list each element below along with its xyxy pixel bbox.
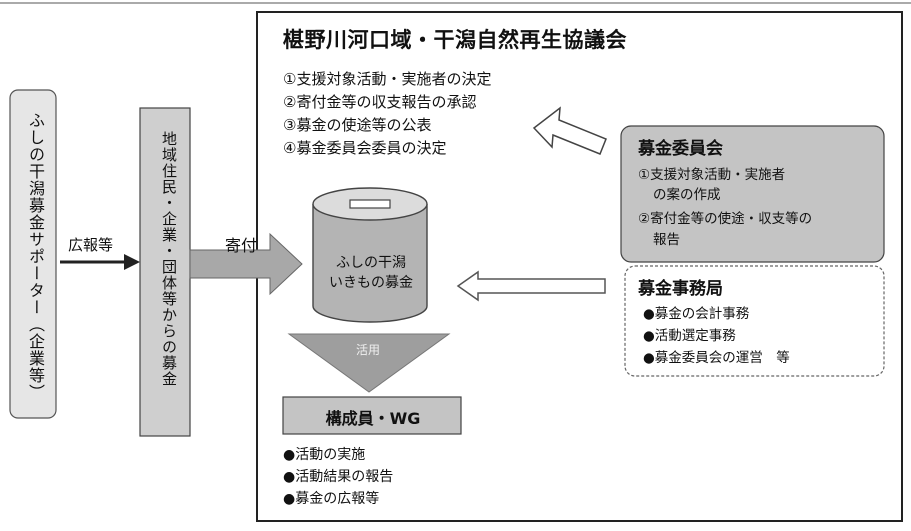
committee-title: 募金委員会 bbox=[638, 139, 723, 159]
committee-to-council-arrow bbox=[532, 106, 607, 155]
fund-can-body bbox=[312, 204, 428, 323]
supporters-label: ふしの干潟募金サポーター（企業等） bbox=[26, 112, 45, 401]
coin-slot bbox=[349, 199, 391, 209]
fund-label: ふしの干潟 いきもの募金 bbox=[318, 253, 424, 293]
members-item-2: ●活動結果の報告 bbox=[283, 469, 394, 485]
secretariat-line-2: ●活動選定事務 bbox=[643, 328, 736, 344]
pr-arrow-head bbox=[124, 254, 140, 270]
council-duty-1: ①支援対象活動・実施者の決定 bbox=[283, 70, 492, 88]
fund-label-line-1: ふしの干潟 bbox=[336, 255, 406, 271]
supporters-box bbox=[9, 89, 57, 419]
council-duty-4: ④募金委員会委員の決定 bbox=[283, 139, 447, 157]
members-box bbox=[282, 396, 462, 435]
donation-arrow bbox=[189, 232, 303, 296]
use-label: 活用 bbox=[355, 343, 380, 357]
council-duty-2: ②寄付金等の収支報告の承認 bbox=[283, 93, 477, 111]
use-arrow bbox=[287, 333, 451, 393]
members-item-3: ●募金の広報等 bbox=[283, 491, 380, 507]
secretariat-line-1: ●募金の会計事務 bbox=[643, 306, 750, 322]
secretariat-title: 募金事務局 bbox=[638, 279, 723, 299]
committee-line-3: ②寄付金等の使途・収支等の bbox=[638, 211, 813, 227]
members-title: 構成員・WG bbox=[325, 409, 421, 428]
donation-label: 寄付 bbox=[225, 236, 258, 255]
secretariat-to-fund-arrow bbox=[456, 270, 606, 302]
committee-line-1: ①支援対象活動・実施者 bbox=[638, 167, 786, 183]
council-title: 椹野川河口域・干潟自然再生協議会 bbox=[283, 28, 627, 52]
members-item-1: ●活動の実施 bbox=[283, 447, 366, 463]
secretariat-box bbox=[624, 265, 885, 377]
fund-label-line-2: いきもの募金 bbox=[329, 275, 413, 291]
pr-label: 広報等 bbox=[68, 236, 114, 254]
council-duty-3: ③募金の使途等の公表 bbox=[283, 116, 432, 134]
committee-line-4: 報告 bbox=[653, 232, 680, 248]
committee-line-2: の案の作成 bbox=[653, 187, 721, 203]
donors-label: 地域住民・企業・団体等からの募金 bbox=[160, 131, 178, 387]
secretariat-line-3: ●募金委員会の運営 等 bbox=[643, 350, 790, 366]
committee-box bbox=[620, 125, 885, 263]
donors-box bbox=[139, 107, 191, 437]
